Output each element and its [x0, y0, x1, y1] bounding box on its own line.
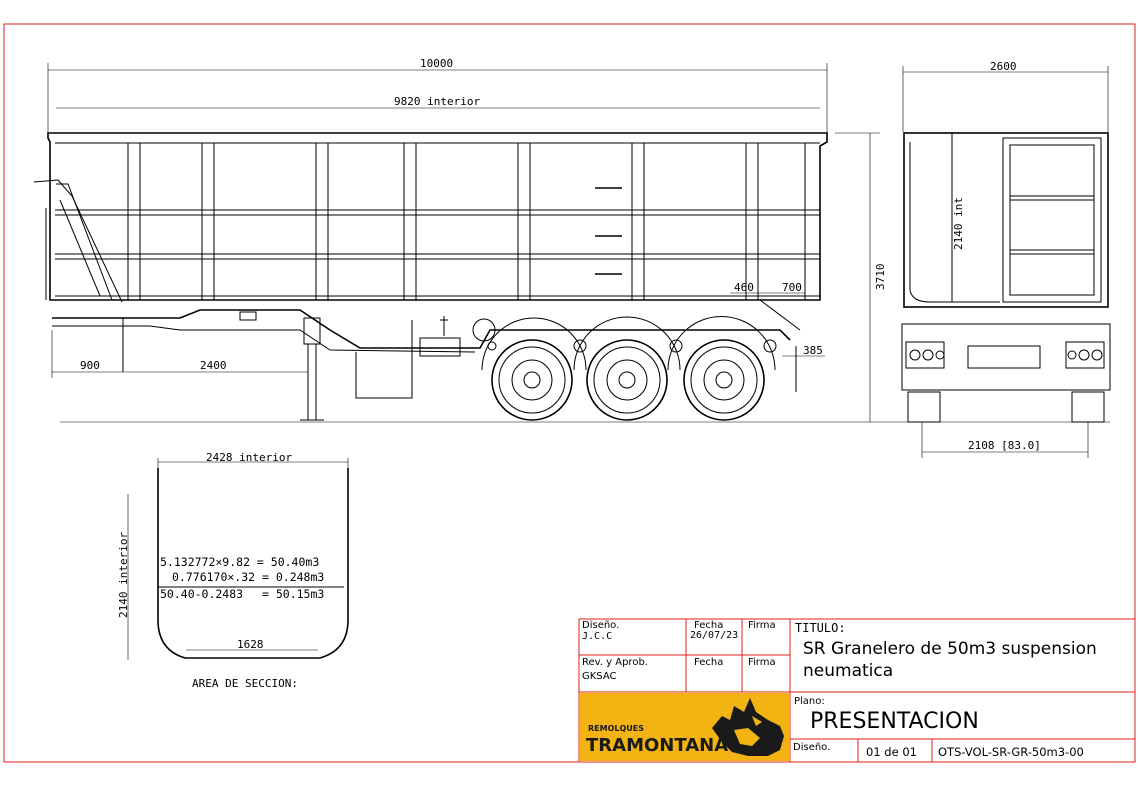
- drawing-code: OTS-VOL-SR-GR-50m3-00: [938, 745, 1084, 759]
- diseno-value: J.C.C: [582, 631, 612, 642]
- section-calc-line1: 5.132772×9.82 = 50.40m3: [160, 555, 319, 569]
- axle-wheels: [481, 316, 797, 421]
- section-bottom-label: 1628: [237, 638, 264, 651]
- section-calc-line2: 0.776170×.32 = 0.248m3: [172, 570, 324, 584]
- dim-kingpin: 900: [80, 359, 100, 372]
- dim-height: 3710: [874, 264, 887, 291]
- rear-view: 2600 2140 int 2108 [83.0]: [901, 60, 1111, 458]
- firma2-label: Firma: [748, 657, 776, 668]
- fecha2-label: Fecha: [694, 657, 723, 668]
- plano-value: PRESENTACION: [810, 709, 979, 734]
- dim-rear-width: 2600: [990, 60, 1017, 73]
- section-height-label: 2140 interior: [117, 532, 130, 618]
- logo-big-text: TRAMONTANA: [586, 735, 728, 756]
- rev-label: Rev. y Aprob.: [582, 657, 648, 668]
- plano-label: Plano:: [794, 696, 825, 707]
- dim-700: 700: [782, 281, 802, 294]
- sheet-number: 01 de 01: [866, 745, 917, 759]
- section-view: 2428 interior 2140 interior 1628 5.13277…: [117, 451, 349, 690]
- dim-385: 385: [803, 344, 823, 357]
- titulo-label: TITULO:: [795, 621, 846, 635]
- section-width-label: 2428 interior: [206, 451, 292, 464]
- side-view: 10000 9820 interior: [33, 57, 1110, 423]
- drawing-title-line2: neumatica: [803, 661, 893, 681]
- diseno-label: Diseño.: [582, 620, 619, 631]
- tramontana-logo: REMOLQUES TRAMONTANA: [580, 693, 789, 761]
- title-block: Diseño. J.C.C Fecha 26/07/23 Firma Rev. …: [578, 618, 1136, 763]
- logo-small-text: REMOLQUES: [588, 724, 644, 733]
- firma-label: Firma: [748, 620, 776, 631]
- dim-track: 2108 [83.0]: [968, 439, 1041, 452]
- section-calc-line3-left: 50.40-0.2483: [160, 587, 243, 601]
- fecha-label: Fecha: [694, 620, 723, 631]
- section-calc-line3-right: = 50.15m3: [262, 587, 324, 601]
- drawing-title-line1: SR Granelero de 50m3 suspension: [803, 639, 1097, 659]
- dim-460: 460: [734, 281, 754, 294]
- dim-rear-int-height: 2140 int: [952, 197, 965, 250]
- section-caption: AREA DE SECCION:: [192, 677, 298, 690]
- rev-value: GKSAC: [582, 671, 617, 682]
- dim-interior-length: 9820 interior: [394, 95, 480, 108]
- fecha-value: 26/07/23: [690, 630, 738, 641]
- diseno2-label: Diseño.: [793, 742, 830, 753]
- rhino-icon: [712, 698, 784, 756]
- sheet-border: [3, 23, 1136, 763]
- dim-overall-length: 10000: [420, 57, 453, 70]
- dim-landing-gear: 2400: [200, 359, 227, 372]
